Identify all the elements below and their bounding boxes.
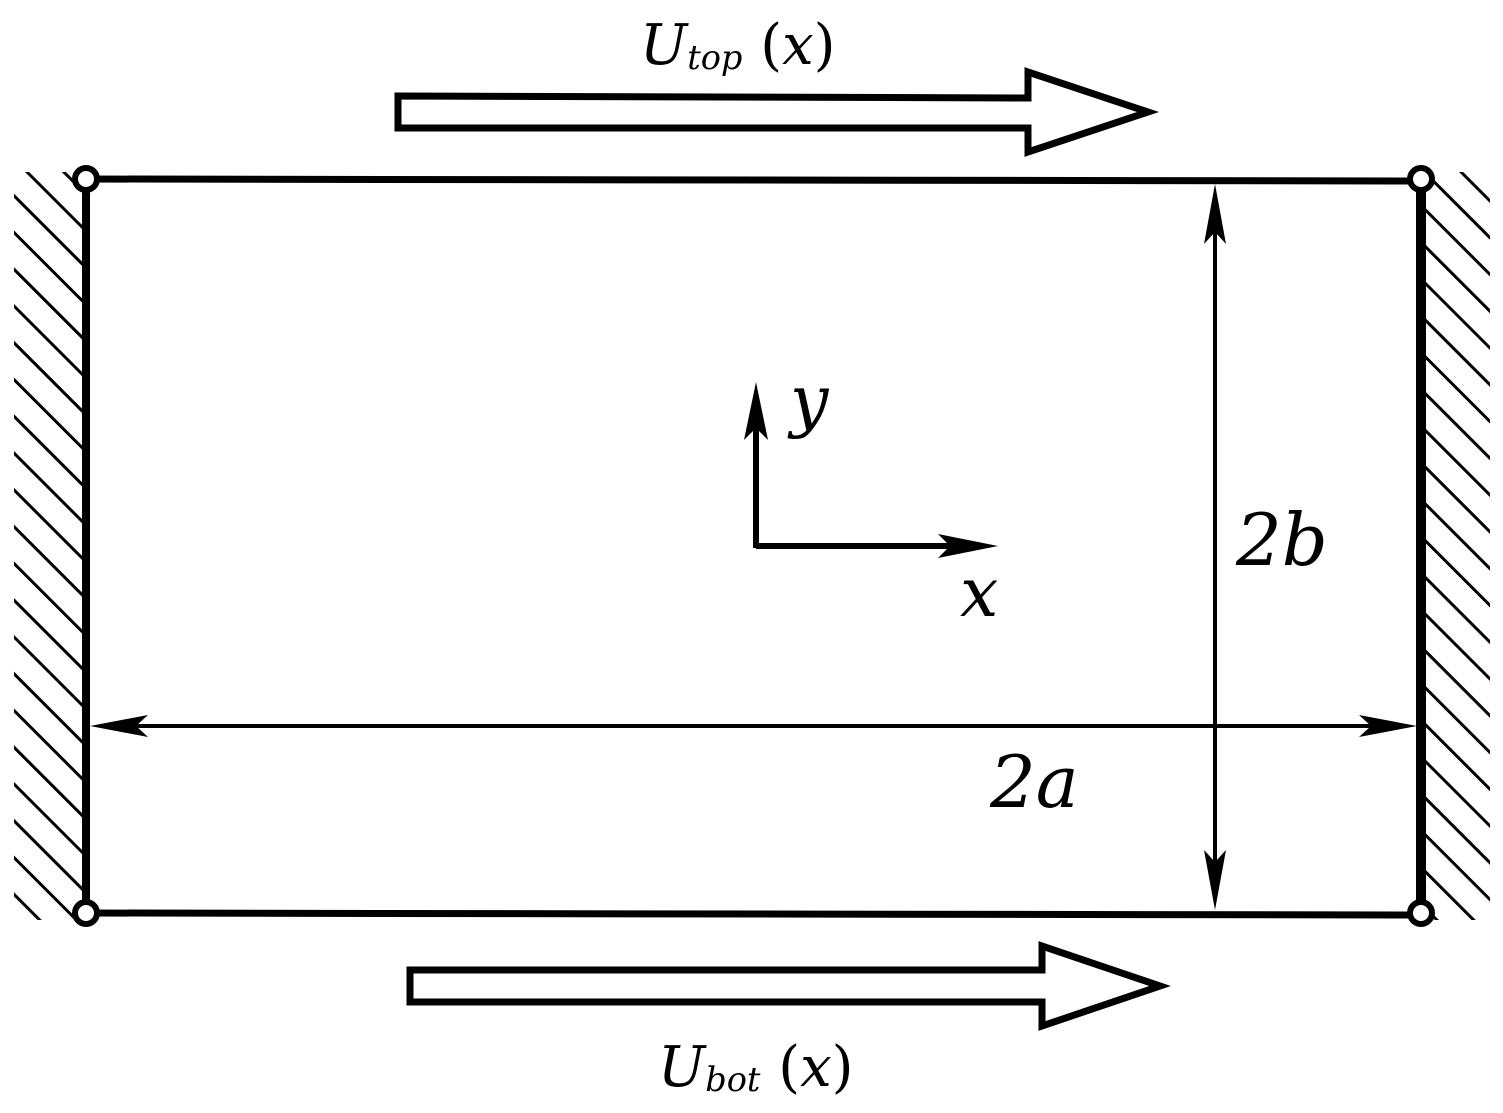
height-dimension-label: 2b xyxy=(1236,498,1328,582)
bottom-velocity-open-paren: ( xyxy=(760,1035,801,1100)
bottom-velocity-arrow xyxy=(406,941,1171,1031)
hinge-top-left xyxy=(72,165,100,193)
width-dimension-arrow-left xyxy=(90,715,148,737)
hinge-bottom-right xyxy=(1407,899,1435,927)
width-dimension-arrow-right xyxy=(1359,715,1417,737)
top-velocity-close-paren: ) xyxy=(813,13,836,78)
x-axis-arrowhead xyxy=(938,534,998,558)
hinge-top-right xyxy=(1407,165,1435,193)
height-dimension-arrow-top xyxy=(1204,184,1226,244)
hinge-bottom-left xyxy=(72,899,100,927)
bottom-velocity-subscript: bot xyxy=(705,1060,761,1100)
top-velocity-open-paren: ( xyxy=(742,13,783,78)
bottom-velocity-label: Ubot (x) xyxy=(658,1040,854,1100)
top-velocity-subscript: top xyxy=(687,38,743,78)
x-axis-label: x xyxy=(960,554,999,633)
y-axis-label: y xyxy=(790,362,829,441)
y-axis-arrowhead xyxy=(744,382,768,440)
bottom-lid xyxy=(85,909,1422,919)
top-velocity-argument: x xyxy=(782,13,814,78)
right-wall-hatch xyxy=(1424,172,1490,920)
top-velocity-label: Utop (x) xyxy=(640,18,836,78)
top-velocity-arrow xyxy=(394,67,1160,157)
bottom-velocity-argument: x xyxy=(800,1035,832,1100)
bottom-velocity-symbol: U xyxy=(658,1035,706,1100)
left-wall-hatch xyxy=(14,172,82,920)
top-velocity-symbol: U xyxy=(640,13,688,78)
bottom-velocity-close-paren: ) xyxy=(831,1035,854,1100)
height-dimension-arrow-bottom xyxy=(1204,850,1226,910)
width-dimension-label: 2a xyxy=(990,740,1079,824)
top-lid xyxy=(85,175,1422,185)
